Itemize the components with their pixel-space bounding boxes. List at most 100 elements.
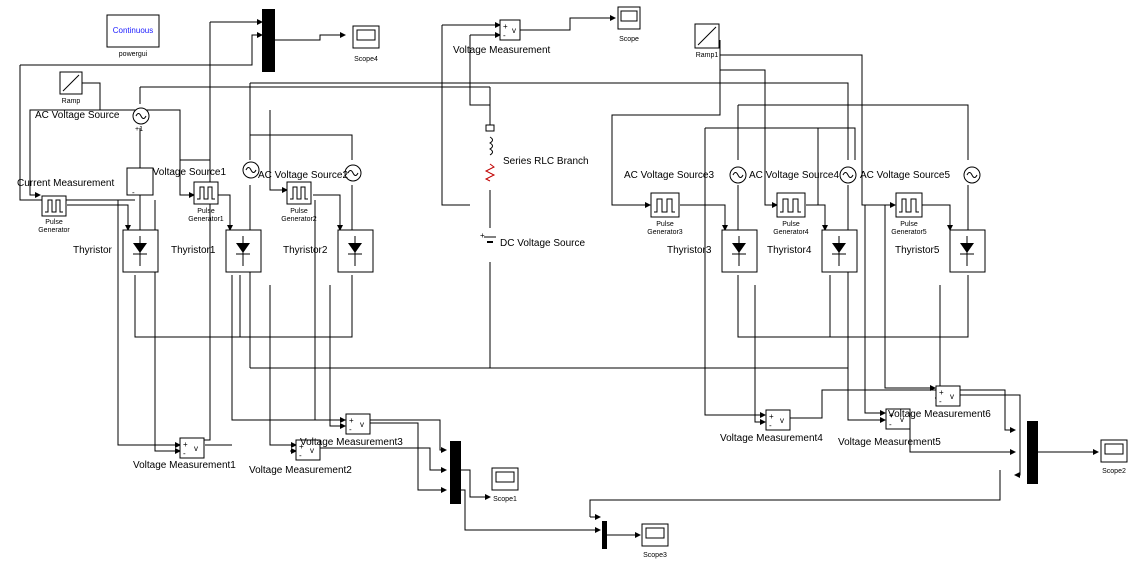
- ramp1-block[interactable]: Ramp1: [694, 23, 720, 59]
- scope-icon: [495, 471, 515, 483]
- scope-icon: [356, 29, 376, 41]
- svg-text:-: -: [769, 421, 772, 430]
- current-measurement-block[interactable]: - Current Measurement: [17, 167, 154, 197]
- ac-voltage-source3[interactable]: AC Voltage Source3: [624, 166, 747, 184]
- pulse-generator5[interactable]: Pulse Generator5: [891, 192, 927, 236]
- scope3-label: Scope3: [643, 552, 667, 559]
- thyristor5-label: Thyristor5: [895, 245, 940, 256]
- series-rlc-branch[interactable]: Series RLC Branch: [484, 124, 589, 182]
- pulse-generator2[interactable]: Pulse Generator2: [281, 181, 317, 223]
- mux-scope2[interactable]: [1027, 421, 1038, 484]
- scope4-block[interactable]: Scope4: [352, 25, 380, 63]
- voltage-measurement4[interactable]: + - v Voltage Measurement4: [720, 409, 823, 444]
- scope3-block[interactable]: Scope3: [641, 523, 669, 559]
- thyristor5[interactable]: Thyristor5: [895, 229, 986, 273]
- rlc-label: Series RLC Branch: [503, 156, 589, 167]
- svg-text:v: v: [360, 420, 364, 429]
- svg-text:+: +: [503, 22, 508, 31]
- thyristor3-label: Thyristor3: [667, 245, 712, 256]
- svg-text:v: v: [900, 415, 904, 424]
- scope1-block[interactable]: Scope1: [491, 467, 519, 503]
- ramp-icon: [697, 26, 717, 46]
- thyristor[interactable]: Thyristor: [73, 229, 159, 273]
- pulse-generator4[interactable]: Pulse Generator4: [773, 192, 809, 236]
- voltage-measurement1[interactable]: + - v Voltage Measurement1: [133, 437, 236, 471]
- ac-voltage-source2[interactable]: AC Voltage Source2: [258, 164, 362, 182]
- mux-scope3[interactable]: [602, 521, 607, 549]
- voltage-measurement6-label: Voltage Measurement6: [888, 409, 991, 420]
- svg-text:-: -: [299, 451, 302, 460]
- ac-voltage-source[interactable]: +1 AC Voltage Source: [35, 107, 150, 133]
- svg-text:Generator3: Generator3: [647, 229, 683, 236]
- thyristor1[interactable]: Thyristor1: [171, 229, 262, 273]
- mux-scope4[interactable]: [262, 9, 275, 72]
- svg-text:-: -: [183, 449, 186, 458]
- voltage-measurement[interactable]: + - v Voltage Measurement: [453, 19, 551, 56]
- scope-icon: [645, 527, 665, 539]
- pulse-generator3[interactable]: Pulse Generator3: [647, 192, 683, 236]
- voltage-measurement3-label: Voltage Measurement3: [300, 437, 403, 448]
- ac-source1-label: AC Voltage Source1: [136, 167, 226, 178]
- pulse-generator1[interactable]: Pulse Generator1: [188, 181, 224, 223]
- sine-icon: [732, 172, 744, 178]
- pulse-generator[interactable]: Pulse Pulse Generator: [38, 195, 70, 234]
- voltage-measurement6[interactable]: + - v Voltage Measurement6: [888, 385, 991, 420]
- powergui-block[interactable]: Continuous powergui: [106, 14, 160, 58]
- pulse-icon: [899, 198, 919, 213]
- svg-text:-: -: [349, 425, 352, 434]
- voltage-measurement1-label: Voltage Measurement1: [133, 460, 236, 471]
- voltage-measurement2[interactable]: + - v Voltage Measurement2: [249, 439, 352, 476]
- scope1-label: Scope1: [493, 496, 517, 503]
- voltage-measurement5-label: Voltage Measurement5: [838, 437, 941, 448]
- voltage-measurement5[interactable]: + - v Voltage Measurement5: [838, 408, 941, 448]
- scope2-block[interactable]: Scope2: [1100, 439, 1128, 475]
- svg-text:v: v: [310, 446, 314, 455]
- svg-text:Pulse: Pulse: [197, 208, 215, 215]
- sine-icon: [135, 113, 147, 119]
- pulse-icon: [197, 186, 215, 200]
- ac-voltage-source5[interactable]: AC Voltage Source5: [860, 166, 981, 184]
- svg-text:+1: +1: [135, 126, 143, 133]
- svg-text:-: -: [939, 397, 942, 406]
- voltage-measurement3[interactable]: + - v Voltage Measurement3: [300, 413, 403, 448]
- sine-icon: [347, 170, 359, 176]
- thyristor2[interactable]: Thyristor2: [283, 229, 374, 273]
- ac-source3-label: AC Voltage Source3: [624, 170, 714, 181]
- scope-label: Scope: [619, 36, 639, 43]
- ac-source2-label: AC Voltage Source2: [258, 170, 348, 181]
- scope4-label: Scope4: [354, 56, 378, 63]
- resistor-icon: [484, 163, 496, 182]
- svg-text:Generator1: Generator1: [188, 216, 224, 223]
- voltage-measurement4-label: Voltage Measurement4: [720, 433, 823, 444]
- thyristor4-label: Thyristor4: [767, 245, 812, 256]
- thyristor4[interactable]: Thyristor4: [767, 229, 858, 273]
- ac-source4-label: AC Voltage Source4: [749, 170, 839, 181]
- sine-icon: [245, 167, 257, 173]
- svg-text:+: +: [939, 388, 944, 397]
- ac-source-label: AC Voltage Source: [35, 110, 120, 121]
- pulse-generator-label-line2: Generator: [38, 227, 70, 234]
- signal-wires: [19, 15, 1099, 538]
- svg-text:-: -: [503, 31, 506, 40]
- dc-source-label: DC Voltage Source: [500, 238, 585, 249]
- pulse-icon: [45, 199, 63, 213]
- pulse-generator-label-line1: Pulse: [45, 219, 63, 226]
- ac-voltage-source1[interactable]: AC Voltage Source1: [136, 161, 260, 179]
- svg-text:Pulse: Pulse: [290, 208, 308, 215]
- scope-block[interactable]: Scope: [617, 6, 641, 43]
- ramp-block[interactable]: Ramp: [59, 71, 83, 105]
- powergui-mode: Continuous: [113, 26, 153, 35]
- mux-scope1[interactable]: [450, 441, 461, 504]
- ac-source5-label: AC Voltage Source5: [860, 170, 950, 181]
- scope-icon: [1104, 443, 1124, 455]
- ac-voltage-source4[interactable]: AC Voltage Source4: [749, 166, 857, 184]
- svg-text:Pulse: Pulse: [782, 221, 800, 228]
- dc-voltage-source[interactable]: + DC Voltage Source: [480, 231, 585, 249]
- thyristor3[interactable]: Thyristor3: [667, 229, 758, 273]
- ramp-icon: [62, 74, 80, 92]
- svg-text:+: +: [769, 412, 774, 421]
- svg-text:+: +: [349, 416, 354, 425]
- svg-text:Generator2: Generator2: [281, 216, 317, 223]
- svg-text:v: v: [512, 26, 516, 35]
